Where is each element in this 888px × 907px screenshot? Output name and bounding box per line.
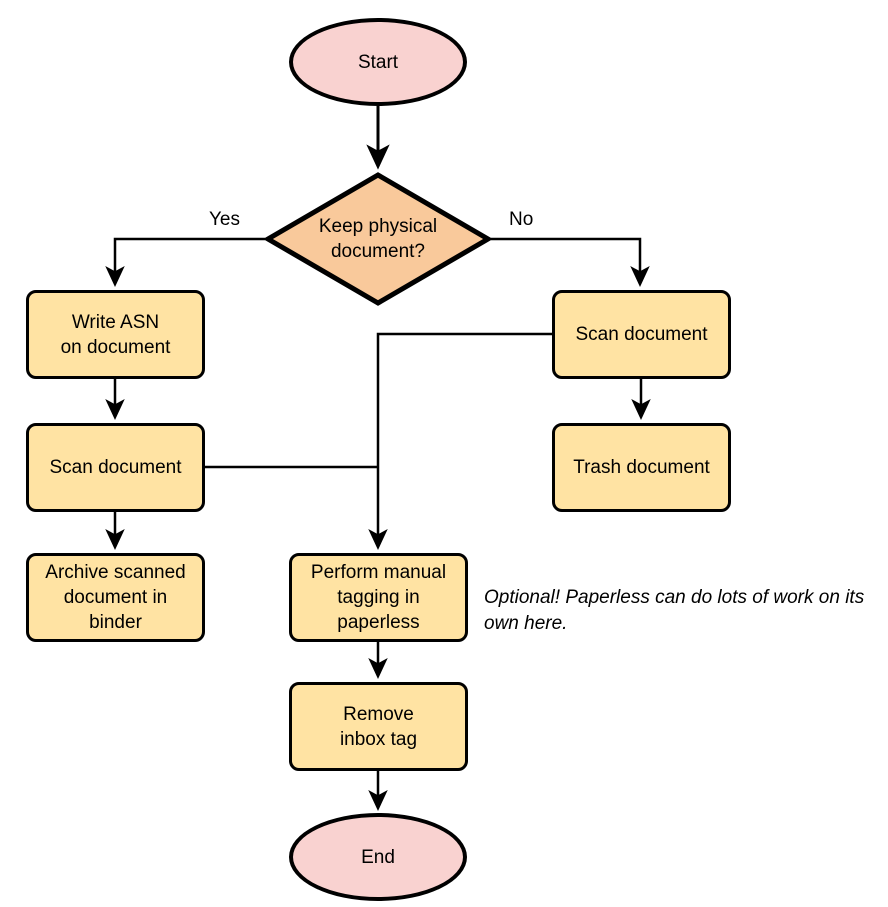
node-scan-document-left[interactable]: Scan document	[26, 423, 205, 512]
node-end-label: End	[361, 846, 395, 868]
edge-label-no-text: No	[509, 209, 534, 230]
node-start[interactable]: Start	[289, 18, 467, 106]
node-write-asn-label-line1: Write ASN	[71, 311, 160, 333]
edge-label-no: No	[509, 209, 533, 231]
node-perform-manual-tagging[interactable]: Perform manual tagging in paperless	[289, 553, 468, 642]
node-remove-inbox-tag-label-line1: Remove	[343, 703, 414, 725]
edge-decision-no	[491, 237, 650, 288]
node-manual-tagging-label-line2: tagging in	[337, 587, 420, 608]
node-write-asn-on-document[interactable]: Write ASN on document	[26, 290, 205, 379]
edge-label-yes-text: Yes	[209, 209, 240, 230]
annotation-optional-note: Optional! Paperless can do lots of work …	[484, 585, 884, 637]
annotation-optional-note-line2: its own here.	[484, 587, 865, 634]
node-decision-label-line1: Keep physical	[318, 216, 438, 237]
node-start-label: Start	[357, 51, 399, 73]
node-write-asn-label: Write ASN on document	[61, 310, 171, 360]
node-archive-binder-label: Archive scanned document in binder	[45, 560, 185, 635]
node-remove-inbox-tag[interactable]: Remove inbox tag	[289, 682, 468, 771]
node-archive-binder-label-line3: binder	[89, 612, 142, 633]
node-scan-document-right-label: Scan document	[575, 324, 708, 345]
node-remove-inbox-tag-label-line2: inbox tag	[339, 728, 418, 750]
node-archive-binder-label-line2: document in	[63, 587, 168, 608]
edge-decision-yes	[105, 237, 265, 288]
node-manual-tagging-label-line3: paperless	[337, 612, 420, 633]
node-decision-label: Keep physical document?	[311, 214, 445, 264]
node-scan-document-right[interactable]: Scan document	[552, 290, 731, 379]
node-trash-document-label: Trash document	[573, 457, 710, 478]
node-write-asn-label-line2: on document	[60, 336, 171, 358]
node-trash-document[interactable]: Trash document	[552, 423, 731, 512]
node-decision-label-line2: document?	[330, 241, 425, 262]
annotation-optional-note-line1: Optional! Paperless can do lots of work …	[484, 587, 840, 608]
node-archive-binder-label-line1: Archive scanned	[45, 562, 186, 583]
node-manual-tagging-label: Perform manual tagging in paperless	[311, 560, 446, 635]
node-scan-document-left-label: Scan document	[49, 457, 182, 478]
edge-scan-right-to-manual-tagging	[368, 332, 552, 551]
diamond-shape	[265, 172, 491, 306]
node-keep-physical-document-decision[interactable]: Keep physical document?	[265, 172, 491, 306]
node-manual-tagging-label-line1: Perform manual	[310, 562, 447, 583]
node-archive-scanned-document-in-binder[interactable]: Archive scanned document in binder	[26, 553, 205, 642]
node-end[interactable]: End	[289, 813, 467, 901]
edge-label-yes: Yes	[209, 209, 240, 231]
node-remove-inbox-tag-label: Remove inbox tag	[340, 702, 417, 752]
